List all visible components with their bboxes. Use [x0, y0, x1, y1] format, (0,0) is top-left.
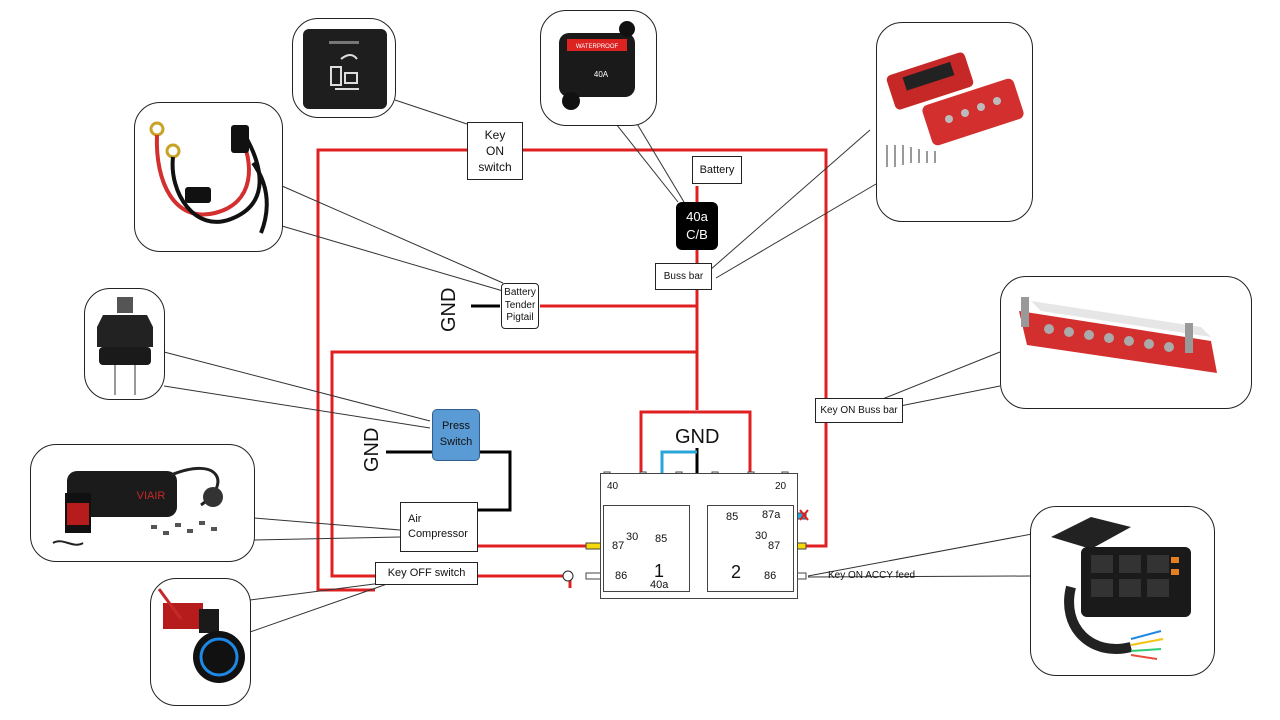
circuit-breaker-photo: WATERPROOF 40A — [540, 10, 657, 126]
relay2-fuse-label: 20 — [775, 481, 787, 492]
relay1-pin-87: 87 — [612, 540, 625, 552]
press-switch: Press Switch — [432, 409, 480, 461]
buss-to-tender-wire — [540, 290, 699, 308]
air-compressor-photo: VIAIR — [30, 444, 255, 562]
relay-top-wire — [639, 410, 752, 476]
relay2-number: 2 — [731, 562, 742, 582]
relay1-rating: 40a — [650, 579, 669, 591]
buss-bar-photo — [876, 22, 1033, 222]
key-off-switch-photo — [150, 578, 251, 706]
air-compressor-label: Air Compressor — [400, 502, 478, 552]
breaker-rating-text: 40A — [594, 70, 609, 79]
switch-panel-photo — [292, 18, 396, 118]
fuse-relay-box-photo — [1030, 506, 1215, 676]
key-on-accy-feed-label: Key ON ACCY feed — [828, 570, 916, 581]
relay1-pin-86: 86 — [615, 570, 628, 582]
relay1-pin-30: 30 — [626, 531, 639, 543]
battery-tender-pigtail-photo — [134, 102, 283, 252]
key-off-to-86-wire — [478, 574, 572, 588]
battery-label: Battery — [692, 156, 742, 184]
relay1-fuse-label: 40 — [607, 481, 619, 492]
relay1-pin-85: 85 — [655, 533, 668, 545]
key-on-switch-label: Key ON switch — [467, 122, 523, 180]
key-on-buss-wire — [523, 148, 828, 548]
key-on-main-wire — [316, 148, 467, 592]
press-to-compressor-wire — [478, 450, 512, 512]
key-off-feed-wire — [330, 350, 697, 578]
relay1-body — [603, 505, 690, 592]
breaker-brand-text: WATERPROOF — [576, 44, 619, 50]
relay2-pin-87a: 87a — [762, 509, 781, 521]
compressor-brand-text: VIAIR — [137, 490, 166, 502]
relay2-pin-85: 85 — [726, 511, 739, 523]
relay2-pin-87: 87 — [768, 540, 781, 552]
gnd-label-tender: GND — [438, 287, 460, 332]
relay2-body — [707, 505, 794, 592]
key-on-buss-bar-photo — [1000, 276, 1252, 409]
relay1-number: 1 — [654, 561, 665, 581]
buss-bar-label: Buss bar — [655, 263, 712, 290]
battery-tender-pigtail: Battery Tender Pigtail — [501, 283, 539, 329]
key-on-buss-bar-label: Key ON Buss bar — [815, 398, 903, 423]
key-off-switch-label: Key OFF switch — [375, 562, 478, 585]
pressure-switch-photo — [84, 288, 165, 400]
gnd-label-press: GND — [361, 427, 383, 472]
circuit-breaker-40a: 40a C/B — [676, 202, 718, 250]
gnd-label-relay: GND — [675, 426, 720, 448]
relay2-pin-86: 86 — [764, 570, 777, 582]
relay2-pin-30: 30 — [755, 530, 768, 542]
callout-lines — [163, 99, 1033, 633]
